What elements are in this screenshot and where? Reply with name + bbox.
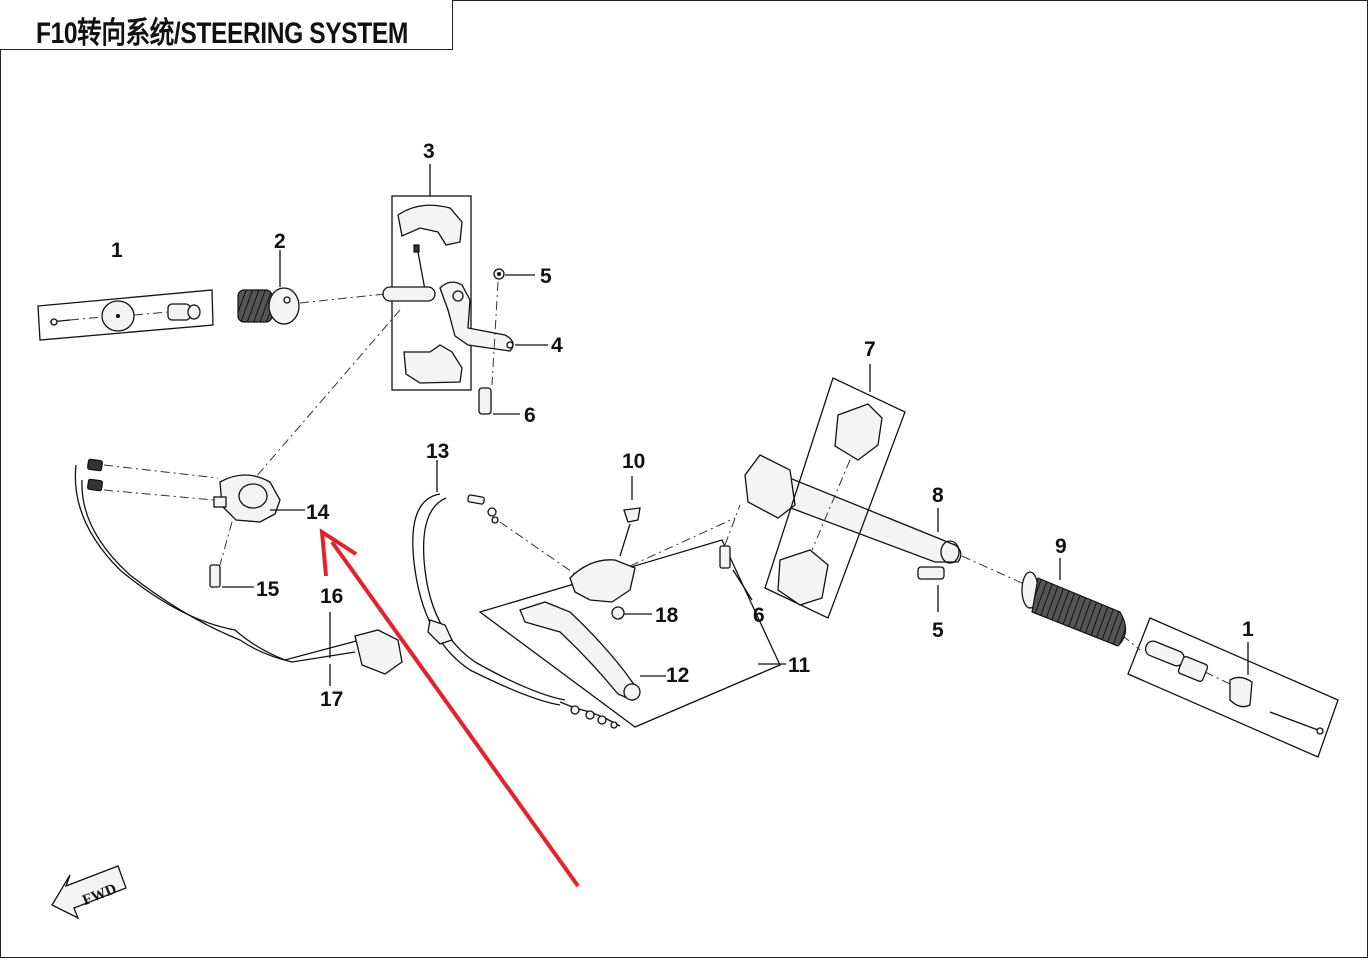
part-1-right-bar-end bbox=[1127, 617, 1339, 758]
part-5-spacer bbox=[917, 566, 945, 612]
callout-4: 4 bbox=[551, 334, 563, 357]
callout-14: 14 bbox=[306, 501, 330, 524]
callout-12: 12 bbox=[666, 664, 689, 687]
callout-labels: 1 2 3 4 5 6 7 8 9 10 11 12 13 14 15 16 1… bbox=[111, 140, 1254, 711]
part-6-bolt-upper bbox=[478, 387, 520, 415]
callout-2: 2 bbox=[274, 230, 286, 253]
part-7-switch-box bbox=[764, 364, 906, 619]
part-14-switch-housing bbox=[103, 464, 305, 566]
part-13-clutch-cable bbox=[412, 460, 621, 729]
callout-8: 8 bbox=[932, 484, 944, 507]
callout-11: 11 bbox=[788, 654, 811, 677]
part-8-handlebar bbox=[744, 454, 1025, 585]
callout-10: 10 bbox=[622, 450, 645, 473]
part-6-bolt-lower bbox=[719, 504, 753, 601]
red-annotation-arrow bbox=[319, 528, 580, 888]
callout-1-right: 1 bbox=[1242, 618, 1254, 641]
callout-1-left: 1 bbox=[111, 239, 123, 262]
callout-15: 15 bbox=[256, 578, 280, 601]
callout-13: 13 bbox=[426, 440, 449, 463]
title-box: F10转向系统/STEERING SYSTEM bbox=[0, 0, 453, 50]
callout-16: 16 bbox=[320, 585, 343, 608]
part-1-left-bar-end bbox=[37, 289, 214, 341]
page-title: F10转向系统/STEERING SYSTEM bbox=[36, 17, 408, 50]
assembly-line bbox=[254, 309, 401, 479]
part-11-clutch-lever-assembly bbox=[478, 476, 786, 728]
callout-5-upper: 5 bbox=[540, 265, 552, 288]
callout-18: 18 bbox=[655, 604, 679, 627]
fwd-arrow-icon: FWD bbox=[51, 865, 127, 920]
callout-6-upper: 6 bbox=[524, 404, 536, 427]
callout-6-lower: 6 bbox=[753, 604, 765, 627]
part-2-throttle-grip bbox=[237, 250, 386, 325]
callout-17: 17 bbox=[320, 688, 343, 711]
part-5-nut bbox=[491, 268, 535, 386]
callout-3: 3 bbox=[423, 140, 435, 163]
part-15-screw bbox=[209, 564, 254, 588]
callout-7: 7 bbox=[864, 338, 876, 361]
callout-5-lower: 5 bbox=[932, 619, 944, 642]
cable-harness-left bbox=[74, 458, 403, 686]
part-9-right-grip bbox=[1021, 558, 1141, 651]
callout-9: 9 bbox=[1055, 535, 1067, 558]
part-3-throttle-housing bbox=[382, 164, 514, 391]
